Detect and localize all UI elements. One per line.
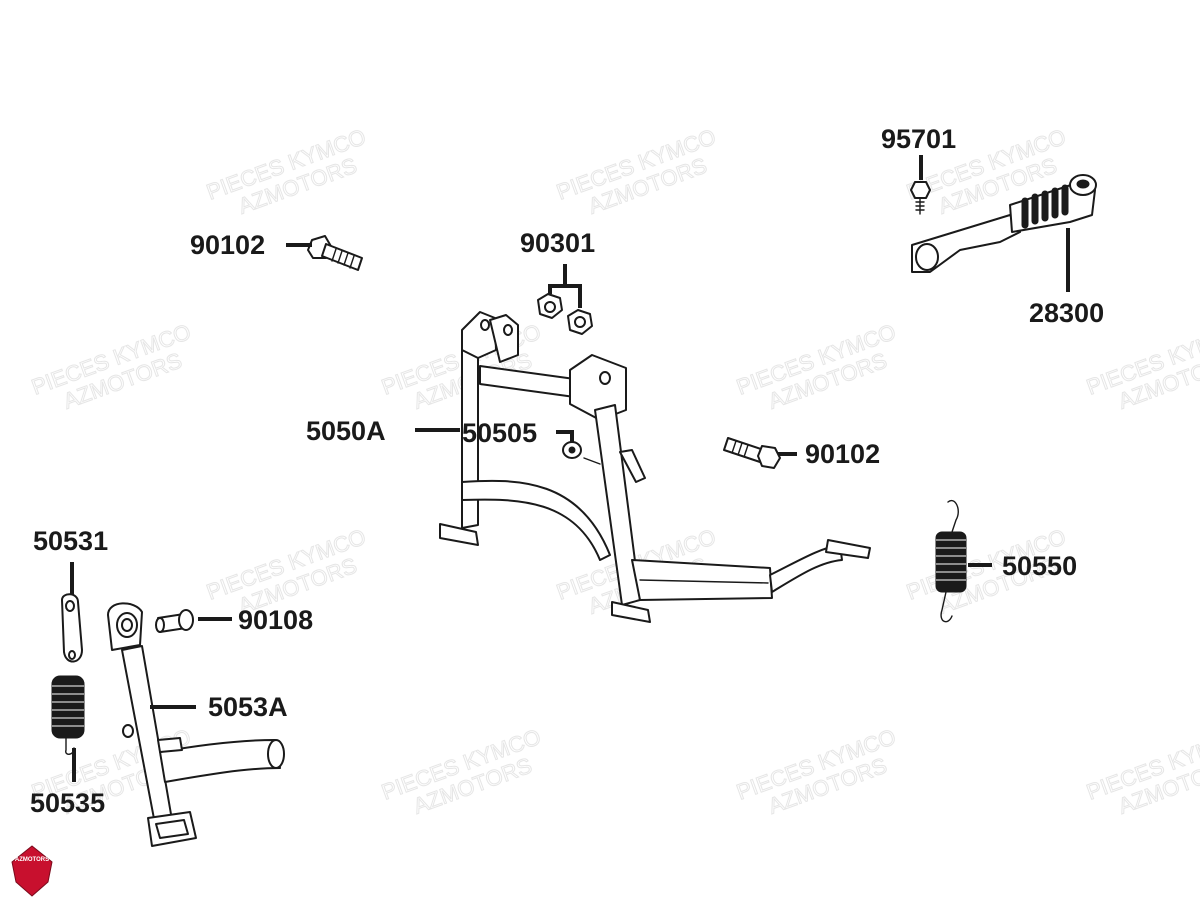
- label-5053A[interactable]: 5053A: [208, 692, 288, 722]
- label-90102-left[interactable]: 90102: [190, 230, 265, 260]
- part-28300-kick-lever[interactable]: [911, 174, 1097, 273]
- part-50531-spring-plate[interactable]: [61, 593, 83, 663]
- label-50535[interactable]: 50535: [30, 788, 105, 818]
- part-50535-side-spring[interactable]: [51, 675, 85, 755]
- logo-shield-icon: [11, 845, 53, 897]
- label-5050A[interactable]: 5050A: [306, 416, 386, 446]
- logo-text: AZMOTORS: [15, 857, 49, 863]
- azmotors-logo: AZMOTORS: [11, 845, 53, 897]
- part-90301-nuts[interactable]: [537, 293, 593, 335]
- label-90102-right[interactable]: 90102: [805, 439, 880, 469]
- part-90102-bolt-right[interactable]: [723, 437, 781, 469]
- label-90108[interactable]: 90108: [238, 605, 313, 635]
- part-95701-bolt[interactable]: [910, 181, 931, 215]
- part-50505-collar[interactable]: [562, 441, 601, 465]
- label-50550[interactable]: 50550: [1002, 551, 1077, 581]
- label-95701[interactable]: 95701: [881, 124, 956, 154]
- part-90108-pivot-bolt[interactable]: [155, 609, 194, 633]
- label-28300[interactable]: 28300: [1029, 298, 1104, 328]
- label-90301[interactable]: 90301: [520, 228, 595, 258]
- part-5050A-main-stand[interactable]: [439, 311, 871, 623]
- label-50505[interactable]: 50505: [462, 418, 537, 448]
- part-5053A-side-stand[interactable]: [107, 602, 285, 847]
- part-50550-spring[interactable]: [935, 499, 967, 623]
- label-50531[interactable]: 50531: [33, 526, 108, 556]
- leader-50505: [556, 430, 574, 442]
- part-90102-bolt-left[interactable]: [307, 235, 363, 271]
